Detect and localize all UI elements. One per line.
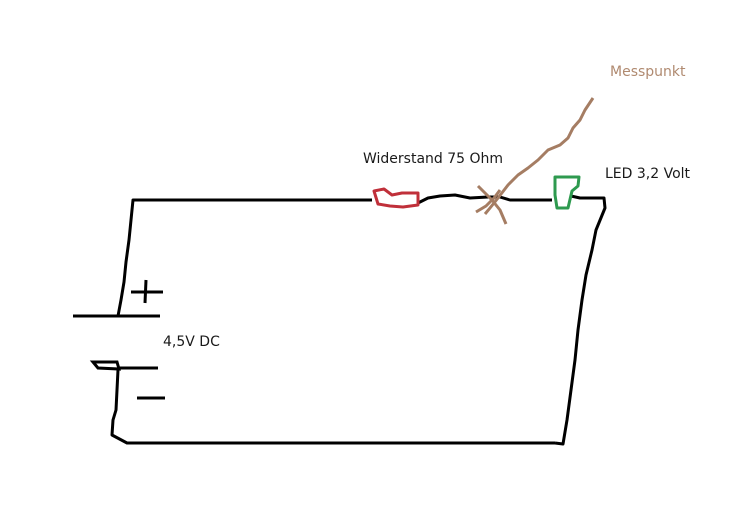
resistor-symbol — [372, 187, 420, 209]
resistor-label: Widerstand 75 Ohm — [363, 151, 504, 167]
wire-top-left — [116, 198, 372, 317]
measure-pointer-line — [483, 97, 595, 215]
battery-label: 4,5V DC — [163, 334, 220, 350]
battery-plate-short — [89, 360, 158, 371]
wire-right — [554, 194, 607, 446]
plus-icon — [131, 279, 163, 304]
measure-cross-icon — [475, 184, 508, 225]
wire-top-middle — [417, 193, 552, 205]
measure-point-label: Messpunkt — [610, 64, 686, 80]
wire-bottom — [110, 369, 555, 445]
led-label: LED 3,2 Volt — [605, 166, 691, 182]
led-symbol — [553, 175, 581, 210]
